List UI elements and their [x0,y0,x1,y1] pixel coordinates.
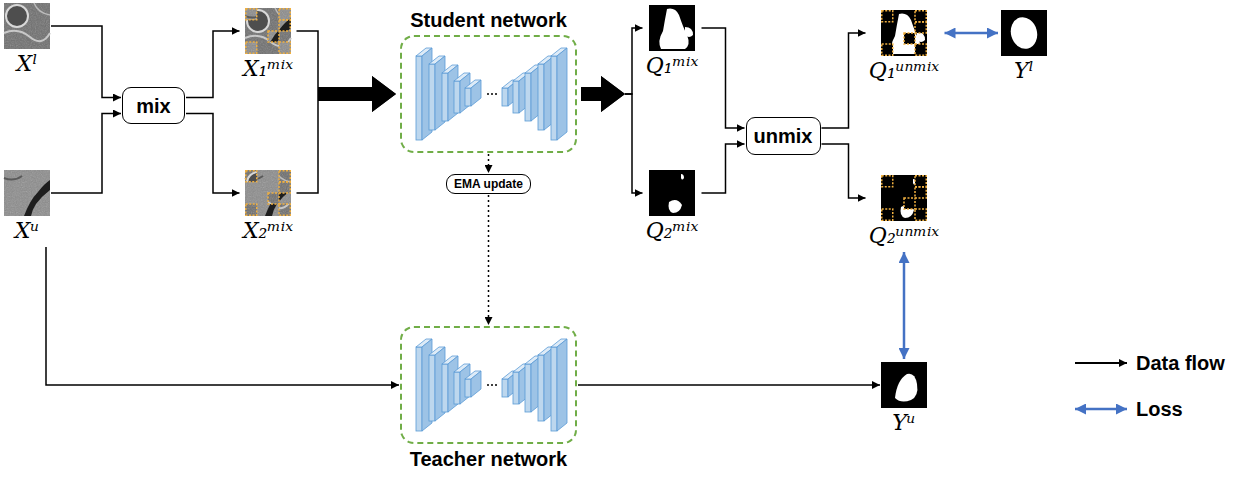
mask-patch: Q₂ᵐⁱˣ [644,170,701,244]
legend-line [1075,362,1127,364]
connector-line [945,32,999,35]
data-flow-arrow [702,28,745,128]
data-flow-arrow [822,33,866,128]
network-layers [416,339,567,431]
thick-arrow [581,87,601,101]
connector-line [578,384,880,386]
data-flow-arrow [186,31,240,98]
connector-line [702,144,745,193]
connector-line [51,114,121,194]
network-box: Teacher network [400,326,577,444]
data-flow-arrow [488,154,489,173]
math-label: Yᵘ [892,410,915,436]
data-flow-arrow [822,144,866,198]
mask-patch: Yᵘ [881,362,927,436]
connector-line [488,154,490,173]
labeled-image [4,3,50,49]
prediction-mask [649,170,695,216]
legend-sample [1072,355,1130,371]
data-flow-arrow [51,26,121,98]
pseudo-label-mask [881,362,927,408]
thick-arrow [581,87,601,101]
legend-line [1075,408,1127,411]
math-label: Q₁ᵐⁱˣ [646,53,699,79]
connector-line [625,94,643,193]
connector-line [297,94,319,193]
connector-line [702,28,745,128]
operation-label: EMA update [454,177,523,191]
math-label: X₂ᵐⁱˣ [243,218,293,244]
math-label: Q₂ᵐⁱˣ [646,218,699,244]
connector-line [297,31,319,94]
mixed-image [245,8,291,54]
loss-arrow [945,33,999,34]
legend-label: Loss [1136,397,1183,421]
data-flow-arrow [581,94,643,193]
connector-line [903,252,906,359]
prediction-mask [649,5,695,51]
connector-line [186,114,240,194]
data-flow-arrow [46,247,399,385]
operation-box: EMA update [446,174,531,194]
legend-sample [1072,401,1130,417]
operation-box: unmix [746,117,821,155]
legend-item: Loss [1072,397,1183,421]
unmixed-mask [881,175,927,221]
image-patch: Xˡ [4,3,50,77]
data-flow-arrow [702,144,745,193]
data-flow-arrow [297,31,373,94]
data-flow-arrow [578,385,880,386]
data-flow-arrow [488,195,489,325]
image-patch: Xᵘ [4,170,50,244]
operation-box: mix [122,87,185,124]
math-label: Q₂ᵘⁿᵐⁱˣ [869,223,939,249]
math-label: X₁ᵐⁱˣ [243,56,293,82]
mask-patch: Q₂ᵘⁿᵐⁱˣ [867,175,942,249]
mask-patch: Q₁ᵘⁿᵐⁱˣ [867,10,942,84]
legend-item: Data flow [1072,351,1225,375]
data-flow-arrow [297,94,373,193]
network-title: Teacher network [410,447,567,471]
data-flow-arrow [186,114,240,194]
data-flow-arrow [51,114,121,194]
network-title: Student network [410,8,567,32]
network-box: Student network [400,35,577,153]
math-label: Q₁ᵘⁿᵐⁱˣ [869,58,939,84]
loss-arrow [904,252,905,359]
connector-line [822,33,866,128]
connector-line [46,247,399,385]
connector-line [51,26,121,98]
operation-label: unmix [754,124,813,148]
network-layers [416,48,567,140]
image-patch: X₁ᵐⁱˣ [241,8,296,82]
data-flow-arrow [581,28,643,94]
thick-arrow [318,87,372,101]
connector-line [488,195,490,325]
image-patch: X₂ᵐⁱˣ [241,170,296,244]
mixed-image [245,170,291,216]
legend-label: Data flow [1136,351,1225,375]
unlabeled-image [4,170,50,216]
connector-line [625,28,643,94]
label-mask [1001,10,1047,56]
math-label: Yˡ [1014,58,1034,84]
unmixed-mask [881,10,927,56]
thick-arrow [318,87,372,101]
operation-label: mix [136,94,170,118]
math-label: Xˡ [16,51,37,77]
mask-patch: Yˡ [1001,10,1047,84]
connector-line [822,144,866,198]
math-label: Xᵘ [15,218,39,244]
connector-line [186,31,240,98]
mask-patch: Q₁ᵐⁱˣ [644,5,701,79]
